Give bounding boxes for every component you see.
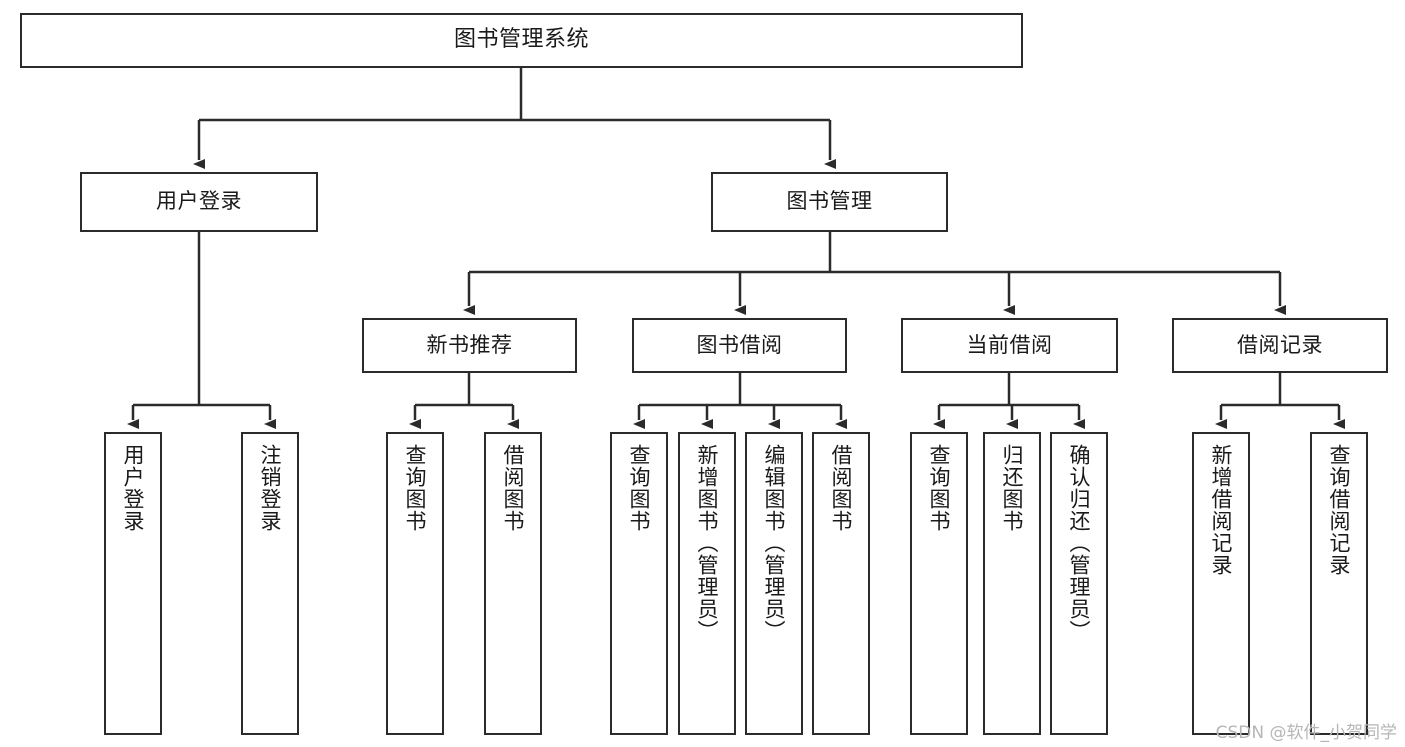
node-leaf-query-book-3-label: 查询图书 [927,444,952,532]
node-book-borrow-label: 图书借阅 [696,332,783,357]
node-current-borrow-label: 当前借阅 [966,332,1053,357]
csdn-watermark: CSDN @软件_小贺同学 [1215,723,1397,743]
node-leaf-borrow-book-2[interactable]: 借阅图书 [812,432,870,735]
node-leaf-user-login-label: 用户登录 [121,444,146,532]
node-leaf-query-borrow-record-label: 查询借阅记录 [1327,444,1352,576]
node-leaf-query-book-2-label: 查询图书 [627,444,652,532]
node-leaf-query-borrow-record[interactable]: 查询借阅记录 [1310,432,1368,735]
node-leaf-confirm-return-admin[interactable]: 确认归还（管理员） [1050,432,1108,735]
node-borrow-record-label: 借阅记录 [1237,332,1323,357]
node-leaf-logout-login-label: 注销登录 [258,444,283,532]
node-leaf-return-book-label: 归还图书 [1000,444,1025,532]
node-leaf-query-book-1-label: 查询图书 [403,444,428,532]
node-leaf-add-book-admin-label: 新增图书（管理员） [695,444,720,642]
node-leaf-borrow-book-1[interactable]: 借阅图书 [484,432,542,735]
node-user-login[interactable]: 用户登录 [80,172,318,232]
node-leaf-user-login[interactable]: 用户登录 [104,432,162,735]
node-leaf-edit-book-admin[interactable]: 编辑图书（管理员） [745,432,803,735]
node-leaf-return-book[interactable]: 归还图书 [983,432,1041,735]
node-borrow-record[interactable]: 借阅记录 [1172,318,1388,373]
node-leaf-borrow-book-2-label: 借阅图书 [829,444,854,532]
node-new-book-recommend-label: 新书推荐 [426,332,513,357]
node-new-book-recommend[interactable]: 新书推荐 [362,318,577,373]
node-leaf-confirm-return-admin-label: 确认归还（管理员） [1067,444,1092,642]
node-root-label: 图书管理系统 [453,27,589,53]
node-book-manage[interactable]: 图书管理 [711,172,948,232]
node-leaf-add-book-admin[interactable]: 新增图书（管理员） [678,432,736,735]
node-leaf-query-book-2[interactable]: 查询图书 [610,432,668,735]
node-current-borrow[interactable]: 当前借阅 [901,318,1118,373]
node-root[interactable]: 图书管理系统 [20,13,1023,68]
node-book-manage-label: 图书管理 [786,189,873,214]
node-leaf-logout-login[interactable]: 注销登录 [241,432,299,735]
node-book-borrow[interactable]: 图书借阅 [632,318,847,373]
node-leaf-query-book-1[interactable]: 查询图书 [386,432,444,735]
node-leaf-add-borrow-record-label: 新增借阅记录 [1209,444,1234,576]
node-leaf-edit-book-admin-label: 编辑图书（管理员） [762,444,787,642]
node-leaf-borrow-book-1-label: 借阅图书 [501,444,526,532]
node-leaf-query-book-3[interactable]: 查询图书 [910,432,968,735]
node-user-login-label: 用户登录 [156,189,242,214]
node-leaf-add-borrow-record[interactable]: 新增借阅记录 [1192,432,1250,735]
